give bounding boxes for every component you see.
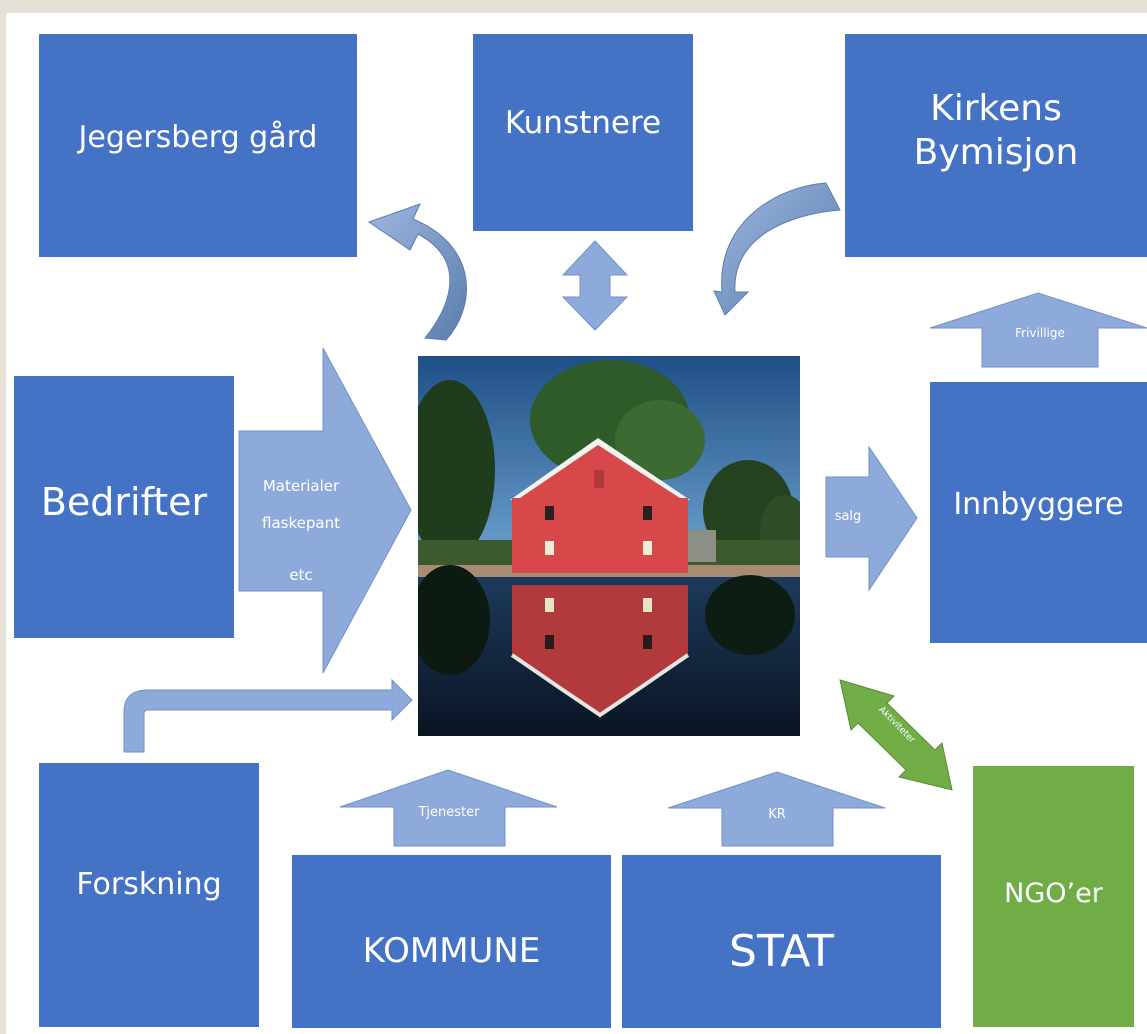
red-barn-photo <box>418 356 800 736</box>
kunstnere-box: Kunstnere <box>473 34 693 231</box>
jegersberg-curved-arrow <box>367 203 467 341</box>
forskning-box: Forskning <box>39 763 259 1027</box>
bedrifter-box: Bedrifter <box>14 376 234 638</box>
flaskepant-text: flaskepant <box>262 514 340 533</box>
materialer-text: Materialer <box>262 476 340 495</box>
ngo-label: NGO’er <box>1004 877 1103 909</box>
kunstnere-label: Kunstnere <box>504 104 662 141</box>
kommune-box: KOMMUNE <box>292 855 611 1028</box>
jegersberg-gard-box: Jegersberg gård <box>39 34 357 257</box>
kirkens-curved-arrow <box>713 182 841 316</box>
salg-label: salg <box>834 509 862 524</box>
kommune-label: KOMMUNE <box>362 930 541 971</box>
innbyggere-label: Innbyggere <box>953 486 1124 522</box>
tjenester-arrow <box>339 769 558 847</box>
stat-box: STAT <box>622 855 941 1028</box>
frivillige-label: Frivillige <box>1015 326 1065 340</box>
materialer-arrow-label: Materialer flaskepant etc <box>246 458 356 603</box>
bedrifter-label: Bedrifter <box>40 479 208 524</box>
salg-arrow <box>825 445 918 592</box>
kr-arrow <box>667 771 886 847</box>
jegersberg-gard-label: Jegersberg gård <box>78 120 318 156</box>
etc-text: etc <box>289 565 313 584</box>
forskning-bent-arrow <box>123 678 413 753</box>
frivillige-arrow <box>929 292 1147 368</box>
kirkens-bymisjon-box: Kirkens Bymisjon <box>845 34 1147 257</box>
forskning-label: Forskning <box>76 866 222 902</box>
materialer-arrow <box>238 347 412 674</box>
kr-label: KR <box>768 807 786 822</box>
ngo-box: NGO’er <box>973 766 1134 1027</box>
stat-label: STAT <box>729 925 834 977</box>
aktiviteter-double-arrow <box>839 679 953 791</box>
kirkens-bymisjon-label: Kirkens Bymisjon <box>913 87 1079 173</box>
kunstnere-double-arrow <box>561 240 629 331</box>
innbyggere-box: Innbyggere <box>930 382 1147 643</box>
tjenester-label: Tjenester <box>418 805 480 820</box>
